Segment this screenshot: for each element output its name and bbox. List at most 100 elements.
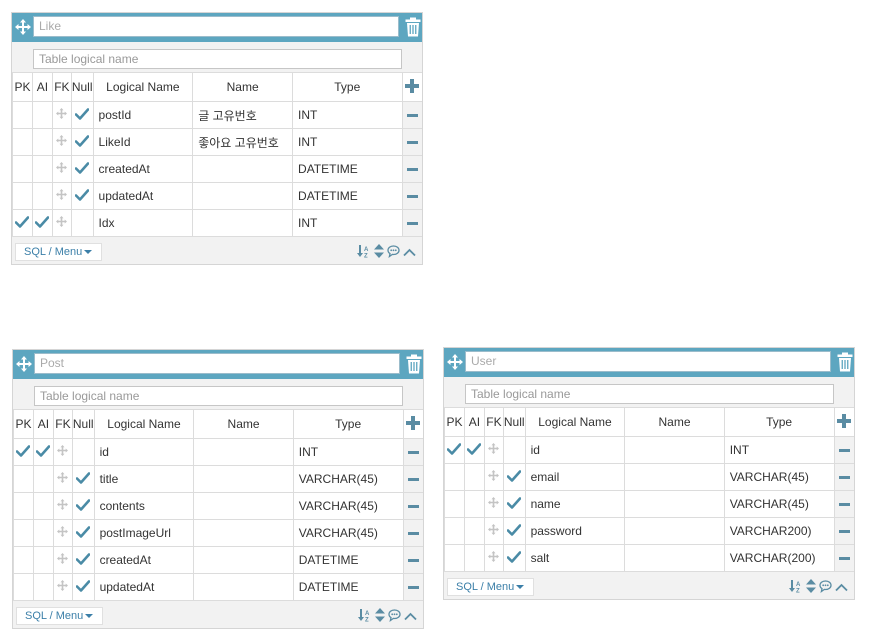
type-cell[interactable]: INT bbox=[292, 128, 403, 156]
logical-name-cell[interactable]: LikeId bbox=[92, 128, 194, 156]
name-cell[interactable] bbox=[193, 546, 294, 574]
null-check-icon[interactable] bbox=[71, 573, 95, 601]
collapse-chevron-icon[interactable] bbox=[404, 610, 417, 624]
type-cell[interactable]: INT bbox=[292, 438, 404, 466]
ai-cell[interactable] bbox=[463, 517, 485, 545]
type-cell[interactable]: VARCHAR(45) bbox=[723, 463, 835, 491]
trash-icon[interactable] bbox=[405, 17, 421, 37]
type-cell[interactable]: DATETIME bbox=[292, 182, 403, 210]
name-cell[interactable] bbox=[193, 573, 294, 601]
remove-column-icon[interactable] bbox=[401, 101, 422, 129]
logical-name-cell[interactable]: updatedAt bbox=[92, 182, 194, 210]
logical-name-cell[interactable]: title bbox=[93, 465, 195, 493]
ai-check-icon[interactable] bbox=[31, 209, 53, 237]
type-cell[interactable]: DATETIME bbox=[292, 155, 403, 183]
logical-name-cell[interactable]: password bbox=[524, 517, 626, 545]
name-cell[interactable] bbox=[624, 544, 725, 572]
ai-cell[interactable] bbox=[463, 463, 485, 491]
null-cell[interactable] bbox=[502, 436, 526, 464]
name-cell[interactable] bbox=[192, 182, 294, 210]
fk-move-icon[interactable] bbox=[483, 463, 504, 491]
table-name-input[interactable]: User bbox=[465, 351, 831, 372]
fk-move-icon[interactable] bbox=[52, 546, 73, 574]
ai-cell[interactable] bbox=[32, 519, 54, 547]
collapse-chevron-icon[interactable] bbox=[835, 581, 848, 595]
move-icon[interactable] bbox=[446, 353, 464, 371]
fk-move-icon[interactable] bbox=[483, 436, 504, 464]
null-check-icon[interactable] bbox=[70, 128, 94, 156]
null-check-icon[interactable] bbox=[70, 101, 94, 129]
name-cell[interactable] bbox=[193, 438, 294, 466]
ai-cell[interactable] bbox=[31, 155, 53, 183]
fk-move-icon[interactable] bbox=[51, 101, 72, 129]
table-name-input[interactable]: Like bbox=[33, 16, 399, 37]
remove-column-icon[interactable] bbox=[401, 128, 422, 156]
pk-cell[interactable] bbox=[12, 128, 33, 156]
ai-check-icon[interactable] bbox=[32, 438, 54, 466]
remove-column-icon[interactable] bbox=[401, 155, 422, 183]
pk-cell[interactable] bbox=[13, 546, 34, 574]
fk-move-icon[interactable] bbox=[52, 519, 73, 547]
sql-menu-button[interactable]: SQL / Menu bbox=[16, 607, 103, 625]
table-logical-name-input[interactable]: Table logical name bbox=[33, 49, 402, 69]
pk-check-icon[interactable] bbox=[444, 436, 465, 464]
logical-name-cell[interactable]: updatedAt bbox=[93, 573, 195, 601]
pk-cell[interactable] bbox=[13, 492, 34, 520]
table-name-input[interactable]: Post bbox=[34, 353, 400, 374]
trash-icon[interactable] bbox=[406, 354, 422, 374]
name-cell[interactable] bbox=[624, 463, 725, 491]
name-cell[interactable] bbox=[624, 517, 725, 545]
comment-icon[interactable] bbox=[819, 579, 832, 596]
trash-icon[interactable] bbox=[837, 352, 853, 372]
name-cell[interactable] bbox=[192, 209, 294, 237]
name-cell[interactable] bbox=[193, 492, 294, 520]
name-cell[interactable] bbox=[624, 436, 725, 464]
remove-column-icon[interactable] bbox=[833, 490, 854, 518]
sql-menu-button[interactable]: SQL / Menu bbox=[15, 243, 102, 261]
fk-move-icon[interactable] bbox=[52, 492, 73, 520]
comment-icon[interactable] bbox=[388, 608, 401, 625]
logical-name-cell[interactable]: Idx bbox=[92, 209, 194, 237]
null-check-icon[interactable] bbox=[70, 155, 94, 183]
sql-menu-button[interactable]: SQL / Menu bbox=[447, 578, 534, 596]
null-check-icon[interactable] bbox=[71, 519, 95, 547]
logical-name-cell[interactable]: id bbox=[524, 436, 626, 464]
name-cell[interactable]: 좋아요 고유번호 bbox=[192, 128, 294, 156]
null-check-icon[interactable] bbox=[502, 544, 526, 572]
type-cell[interactable]: VARCHAR(200) bbox=[723, 544, 835, 572]
null-check-icon[interactable] bbox=[71, 465, 95, 493]
logical-name-cell[interactable]: email bbox=[524, 463, 626, 491]
remove-column-icon[interactable] bbox=[833, 544, 854, 572]
null-check-icon[interactable] bbox=[71, 546, 95, 574]
pk-check-icon[interactable] bbox=[13, 438, 34, 466]
ai-cell[interactable] bbox=[32, 573, 54, 601]
pk-cell[interactable] bbox=[12, 155, 33, 183]
fk-move-icon[interactable] bbox=[52, 573, 73, 601]
sort-updown-icon[interactable] bbox=[806, 579, 816, 596]
fk-move-icon[interactable] bbox=[483, 490, 504, 518]
table-logical-name-input[interactable]: Table logical name bbox=[465, 384, 834, 404]
logical-name-cell[interactable]: createdAt bbox=[93, 546, 195, 574]
type-cell[interactable]: INT bbox=[292, 101, 403, 129]
fk-move-icon[interactable] bbox=[483, 517, 504, 545]
sort-updown-icon[interactable] bbox=[375, 608, 385, 625]
type-cell[interactable]: VARCHAR(45) bbox=[292, 492, 404, 520]
remove-column-icon[interactable] bbox=[402, 492, 423, 520]
ai-cell[interactable] bbox=[463, 544, 485, 572]
ai-cell[interactable] bbox=[32, 492, 54, 520]
ai-cell[interactable] bbox=[31, 101, 53, 129]
name-cell[interactable] bbox=[193, 465, 294, 493]
pk-cell[interactable] bbox=[13, 519, 34, 547]
